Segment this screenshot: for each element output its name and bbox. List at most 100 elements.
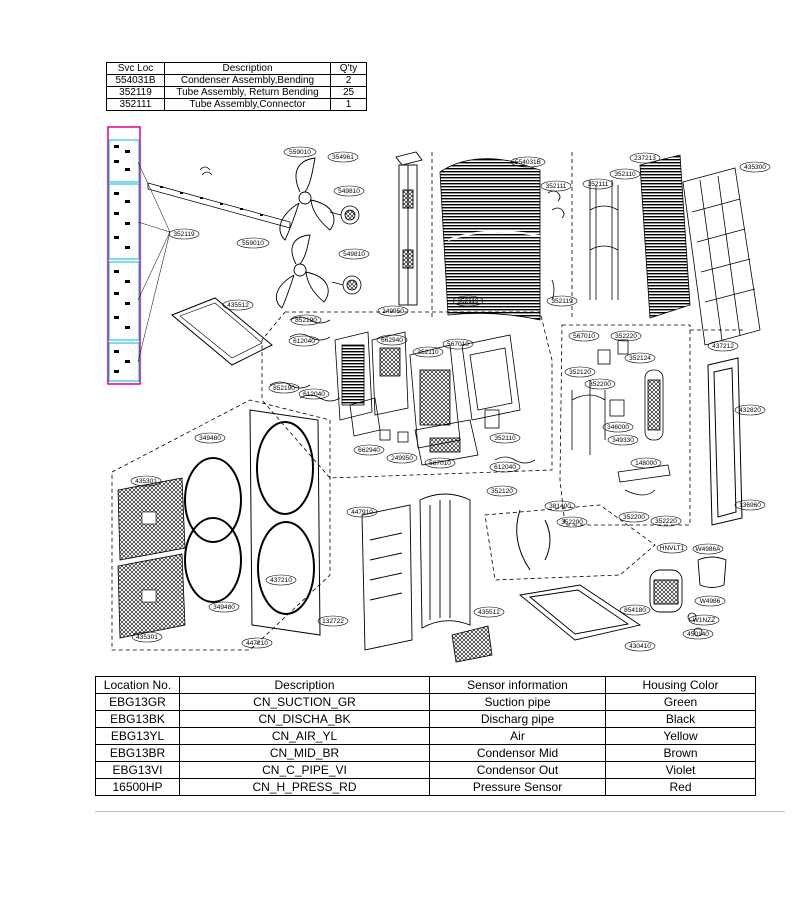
motor-mount-bracket	[395, 151, 423, 306]
table-row: EBG13YL CN_AIR_YL Air Yellow	[95, 727, 756, 745]
fan-propeller-upper	[279, 157, 335, 241]
callout: 559010	[289, 149, 311, 156]
callout: 612040	[303, 391, 325, 398]
sensor-info-cell: Condensor Out	[429, 761, 606, 779]
sensor-table-header: Location No. Description Sensor informat…	[95, 676, 756, 694]
header-description: Description	[179, 676, 430, 694]
compressor-cover	[697, 556, 727, 588]
small-clip-part	[199, 166, 213, 176]
description-cell: CN_H_PRESS_RD	[179, 778, 430, 796]
refrigerant-pipes	[516, 509, 551, 571]
valve-assembly	[571, 339, 629, 455]
callout: 435512	[478, 609, 500, 616]
front-grille-group-outline	[111, 399, 331, 651]
callout: 612040	[293, 338, 315, 345]
callout: 249950	[382, 308, 404, 315]
table-row: 16500HP CN_H_PRESS_RD Pressure Sensor Re…	[95, 778, 756, 796]
callout: 349330	[612, 437, 634, 444]
sensor-table: Location No. Description Sensor informat…	[95, 676, 756, 796]
callout: 381400	[549, 503, 571, 510]
description-cell: CN_C_PIPE_VI	[179, 761, 430, 779]
sensor-info-cell: Pressure Sensor	[429, 778, 606, 796]
side-panel-part	[107, 126, 141, 385]
callout: 352200	[589, 381, 611, 388]
sensor-info-cell: Discharg pipe	[429, 710, 606, 728]
table-row: EBG13BR CN_MID_BR Condensor Mid Brown	[95, 744, 756, 762]
callout: 447210	[246, 640, 268, 647]
housing-color-cell: Violet	[605, 761, 756, 779]
callout: 352110	[614, 171, 636, 178]
callout: 346000	[607, 424, 629, 431]
callout: 567010	[573, 333, 595, 340]
drain-tray-part	[171, 297, 273, 366]
front-grille-lower	[117, 553, 186, 639]
callout: 349480	[199, 435, 221, 442]
description-cell: Tube Assembly,Connector	[164, 98, 331, 111]
callout: 662940	[381, 337, 403, 344]
callout: 435301	[136, 634, 158, 641]
callout: 437210	[270, 577, 292, 584]
valve-group-outline	[559, 324, 691, 526]
callout: 136960	[739, 502, 761, 509]
condenser-coil	[439, 158, 541, 321]
handle-part	[451, 625, 493, 663]
callout: 352110	[417, 349, 439, 356]
callout: 249950	[391, 455, 413, 462]
callout: 432820	[739, 407, 761, 414]
housing-color-cell: Yellow	[605, 727, 756, 745]
fan-propeller-lower	[275, 234, 329, 309]
callout: 567010	[447, 341, 469, 348]
wire-guard	[682, 167, 761, 346]
front-cover	[361, 504, 413, 651]
callout: 549810	[338, 188, 360, 195]
callout: 852190	[295, 317, 317, 324]
location-cell: 16500HP	[95, 778, 180, 796]
side-cover	[419, 493, 471, 629]
callout: 352119	[457, 298, 479, 305]
callout: 559010	[242, 240, 264, 247]
housing-color-cell: Green	[605, 693, 756, 711]
callout: 435300	[744, 164, 766, 171]
sensor-info-cell: Suction pipe	[429, 693, 606, 711]
callout: 662940	[358, 447, 380, 454]
callout: 447910	[351, 509, 373, 516]
table-row: EBG13VI CN_C_PIPE_VI Condensor Out Viole…	[95, 761, 756, 779]
location-cell: EBG13BR	[95, 744, 180, 762]
front-grille-upper	[117, 477, 186, 561]
callout: 352111	[546, 183, 567, 190]
housing-color-cell: Red	[605, 778, 756, 796]
location-cell: EBG13GR	[95, 693, 180, 711]
callout: 352200	[561, 519, 583, 526]
qty-cell: 1	[330, 98, 367, 111]
sensor-info-cell: Condensor Mid	[429, 744, 606, 762]
fan-motor-upper	[329, 205, 360, 225]
fan-motor-lower	[331, 275, 362, 295]
callout: 435512	[227, 302, 249, 309]
callout: 352200	[623, 514, 645, 521]
compressor	[649, 569, 683, 613]
header-housing-color: Housing Color	[605, 676, 756, 694]
return-bend-tubes	[589, 180, 619, 300]
callout: 352119	[551, 298, 573, 305]
callout: 437212	[712, 343, 734, 350]
location-cell: EBG13BK	[95, 710, 180, 728]
pipe-group-outline	[484, 504, 656, 581]
callout: W4986	[700, 598, 721, 605]
callout: 352124	[629, 355, 651, 362]
description-cell: CN_AIR_YL	[179, 727, 430, 745]
callout: W4986A	[696, 546, 722, 553]
callout: 450140	[687, 631, 709, 638]
callout: 352119	[173, 231, 195, 238]
header-location-no: Location No.	[95, 676, 180, 694]
control-box-group-outline	[261, 311, 553, 479]
housing-color-cell: Black	[605, 710, 756, 728]
callout: 549810	[343, 251, 365, 258]
callout: 352120	[569, 369, 591, 376]
service-parts-table: Svc Loc Description Q'ty 554031B Condens…	[106, 62, 367, 111]
control-box-parts	[269, 316, 536, 466]
callout-labels	[130, 146, 771, 652]
callout: 352110	[494, 435, 516, 442]
callout: 132722	[322, 618, 344, 625]
callout: 352120	[491, 488, 513, 495]
